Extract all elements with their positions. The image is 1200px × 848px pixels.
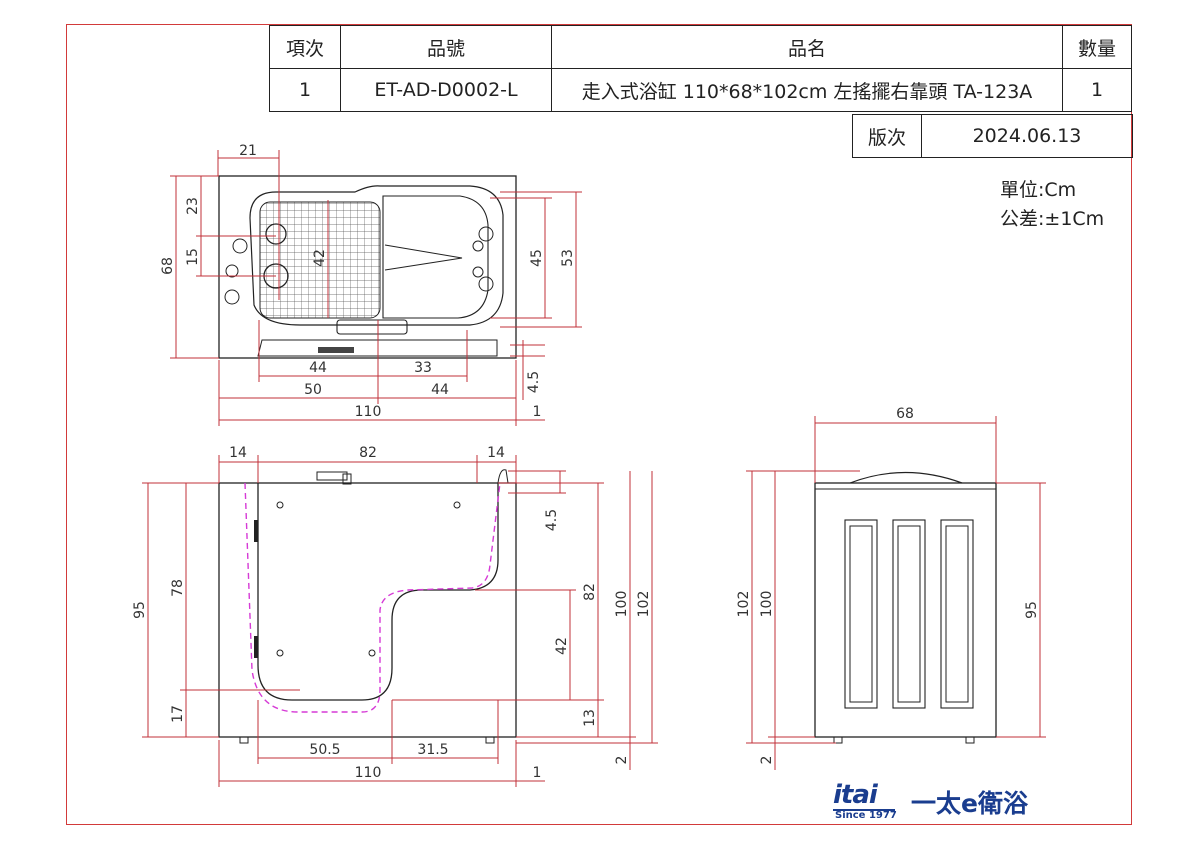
dim-top-44a: 44: [309, 360, 327, 376]
dim-side-2: 2: [759, 756, 775, 765]
version-value: 2024.06.13: [921, 114, 1133, 158]
dim-front-14b: 14: [487, 445, 505, 461]
dim-top-15: 15: [185, 248, 201, 266]
dim-top-1: 1: [533, 404, 542, 420]
dim-top-42: 42: [312, 249, 328, 267]
logo-brand: itai: [833, 780, 878, 810]
dim-top-110: 110: [355, 404, 382, 420]
dim-top-44b: 44: [431, 382, 449, 398]
version-label: 版次: [852, 114, 922, 158]
version-table: 版次 2024.06.13: [852, 114, 1133, 158]
notes-block: 單位:Cm 公差:±1Cm: [1000, 176, 1104, 234]
company-logo: itai Since 1977 一太e衛浴: [823, 778, 1051, 824]
dim-front-100: 100: [614, 591, 630, 618]
dim-front-82: 82: [359, 445, 377, 461]
row-name-value: 走入式浴缸 110*68*102cm 左搖擺右靠頭 TA-123A: [551, 68, 1063, 112]
dim-top-33: 33: [414, 360, 432, 376]
dim-front-95: 95: [132, 601, 148, 619]
dim-front-50-5: 50.5: [309, 742, 340, 758]
dim-side-100: 100: [759, 591, 775, 618]
front-view: 14 82 14 95 78 17 4.5 82 42 13 100 102 5…: [132, 445, 658, 787]
dim-top-4-5: 4.5: [526, 371, 542, 393]
dim-top-68: 68: [160, 257, 176, 275]
dim-side-95: 95: [1024, 601, 1040, 619]
dim-front-2: 2: [614, 756, 630, 765]
row-item-value: 1: [269, 68, 341, 112]
dim-front-4-5: 4.5: [544, 509, 560, 531]
dim-front-13: 13: [582, 709, 598, 727]
dim-front-102: 102: [636, 591, 652, 618]
header-qty-label: 數量: [1062, 25, 1132, 69]
dim-front-42: 42: [554, 637, 570, 655]
side-view: 68 102 100 95 2: [736, 406, 1046, 770]
top-view: 21 23 15 68 42 45 53 44 33 50 44 4.5 110…: [160, 143, 582, 426]
header-code-label: 品號: [340, 25, 552, 69]
dim-side-102: 102: [736, 591, 752, 618]
dim-top-45: 45: [529, 249, 545, 267]
unit-note: 單位:Cm: [1000, 179, 1077, 201]
logo-since: Since 1977: [835, 810, 897, 821]
logo-underline: [833, 809, 895, 811]
dim-top-23: 23: [185, 197, 201, 215]
dim-side-68: 68: [896, 406, 914, 422]
dim-front-78: 78: [170, 579, 186, 597]
dim-front-1: 1: [533, 765, 542, 781]
title-block-table: 項次 品號 品名 數量 1 ET-AD-D0002-L 走入式浴缸 110*68…: [269, 25, 1132, 112]
dim-top-21: 21: [239, 143, 257, 159]
dim-top-50: 50: [304, 382, 322, 398]
row-code-value: ET-AD-D0002-L: [340, 68, 552, 112]
dim-front-82v: 82: [582, 583, 598, 601]
tolerance-note: 公差:±1Cm: [1000, 208, 1105, 230]
row-qty-value: 1: [1062, 68, 1132, 112]
dim-front-14a: 14: [229, 445, 247, 461]
dim-front-17: 17: [170, 705, 186, 723]
dim-top-53: 53: [560, 249, 576, 267]
drawing-frame: [66, 24, 1132, 825]
dim-front-31-5: 31.5: [417, 742, 448, 758]
dim-front-110: 110: [355, 765, 382, 781]
logo-chinese-name: 一太e衛浴: [911, 789, 1028, 818]
